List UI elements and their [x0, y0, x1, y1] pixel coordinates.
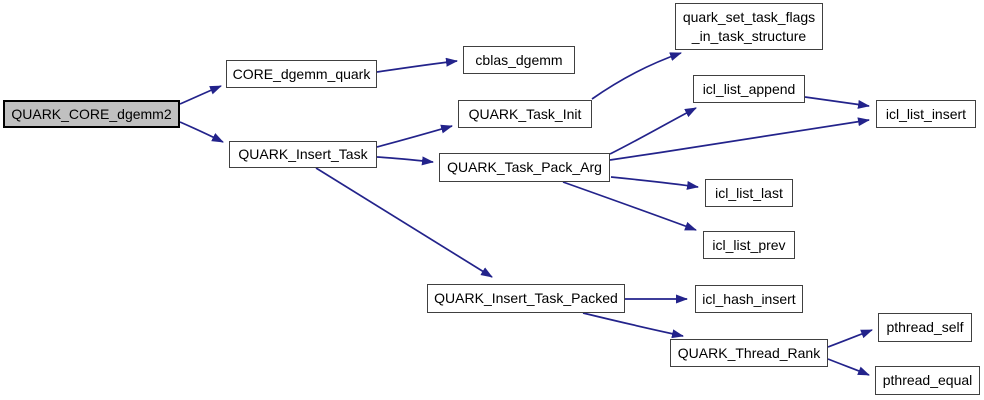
node-label: icl_list_last: [715, 184, 783, 201]
graph-node-core-dgemm-quark[interactable]: CORE_dgemm_quark: [226, 60, 377, 88]
edge-quark-task-pack-arg-to-icl-list-prev: [562, 181, 697, 231]
node-label: QUARK_Task_Init: [468, 105, 582, 122]
node-label: icl_list_prev: [712, 236, 786, 253]
node-label: CORE_dgemm_quark: [232, 65, 371, 82]
graph-node-quark-set-task-flags-in-task-structure[interactable]: quark_set_task_flags _in_task_structure: [675, 3, 823, 50]
node-label: cblas_dgemm: [475, 51, 563, 68]
graph-node-icl-list-prev[interactable]: icl_list_prev: [703, 231, 795, 259]
edge-quark-insert-task-to-quark-insert-task-packed: [315, 167, 493, 278]
edge-quark-task-pack-arg-to-icl-list-append: [609, 107, 697, 155]
graph-node-icl-list-last[interactable]: icl_list_last: [705, 179, 793, 207]
node-label: icl_list_insert: [885, 105, 967, 122]
graph-node-quark-core-dgemm2: QUARK_CORE_dgemm2: [3, 100, 180, 128]
graph-node-quark-insert-task[interactable]: QUARK_Insert_Task: [229, 141, 377, 168]
node-label: _in_task_structure: [691, 27, 807, 44]
node-label: QUARK_CORE_dgemm2: [11, 105, 172, 122]
node-label: QUARK_Task_Pack_Arg: [447, 159, 602, 175]
edge-quark-task-pack-arg-to-icl-list-last: [610, 176, 699, 190]
node-label: quark_set_task_flags: [682, 8, 816, 25]
graph-node-quark-task-pack-arg[interactable]: QUARK_Task_Pack_Arg: [439, 153, 610, 182]
edge-group: [179, 52, 873, 376]
edge-quark-thread-rank-to-pthread-self: [827, 329, 873, 348]
node-label: icl_list_append: [702, 80, 796, 97]
edge-quark-insert-task-to-quark-task-init: [376, 124, 453, 148]
graph-node-pthread-equal[interactable]: pthread_equal: [875, 366, 980, 395]
edge-quark-task-init-to-quark-set-task-flags-in-task-structure: [591, 52, 682, 100]
edge-quark-core-dgemm2-to-core-dgemm-quark: [179, 85, 222, 105]
node-label: pthread_self: [886, 319, 964, 335]
graph-node-quark-task-init[interactable]: QUARK_Task_Init: [458, 100, 592, 128]
graph-node-cblas-dgemm[interactable]: cblas_dgemm: [463, 46, 575, 74]
node-label: QUARK_Insert_Task: [238, 146, 368, 162]
node-label: QUARK_Insert_Task_Packed: [434, 290, 618, 306]
edge-core-dgemm-quark-to-cblas-dgemm: [376, 57, 458, 73]
graph-node-icl-list-insert[interactable]: icl_list_insert: [876, 100, 976, 128]
edge-icl-list-append-to-icl-list-insert: [804, 96, 870, 109]
graph-node-icl-list-append[interactable]: icl_list_append: [693, 75, 805, 103]
graph-node-icl-hash-insert[interactable]: icl_hash_insert: [695, 285, 803, 313]
edge-quark-task-pack-arg-to-icl-list-insert: [609, 117, 870, 161]
node-label: pthread_equal: [882, 372, 973, 388]
edge-quark-insert-task-to-quark-task-pack-arg: [376, 156, 434, 166]
node-label: QUARK_Thread_Rank: [677, 344, 821, 361]
node-label: icl_hash_insert: [702, 290, 796, 307]
edge-quark-insert-task-packed-to-quark-thread-rank: [582, 312, 684, 339]
graph-node-quark-insert-task-packed[interactable]: QUARK_Insert_Task_Packed: [427, 284, 625, 313]
edge-quark-core-dgemm2-to-quark-insert-task: [179, 121, 224, 143]
graph-node-pthread-self[interactable]: pthread_self: [878, 313, 972, 342]
graph-node-quark-thread-rank[interactable]: QUARK_Thread_Rank: [670, 339, 828, 367]
edge-quark-thread-rank-to-pthread-equal: [827, 358, 870, 376]
